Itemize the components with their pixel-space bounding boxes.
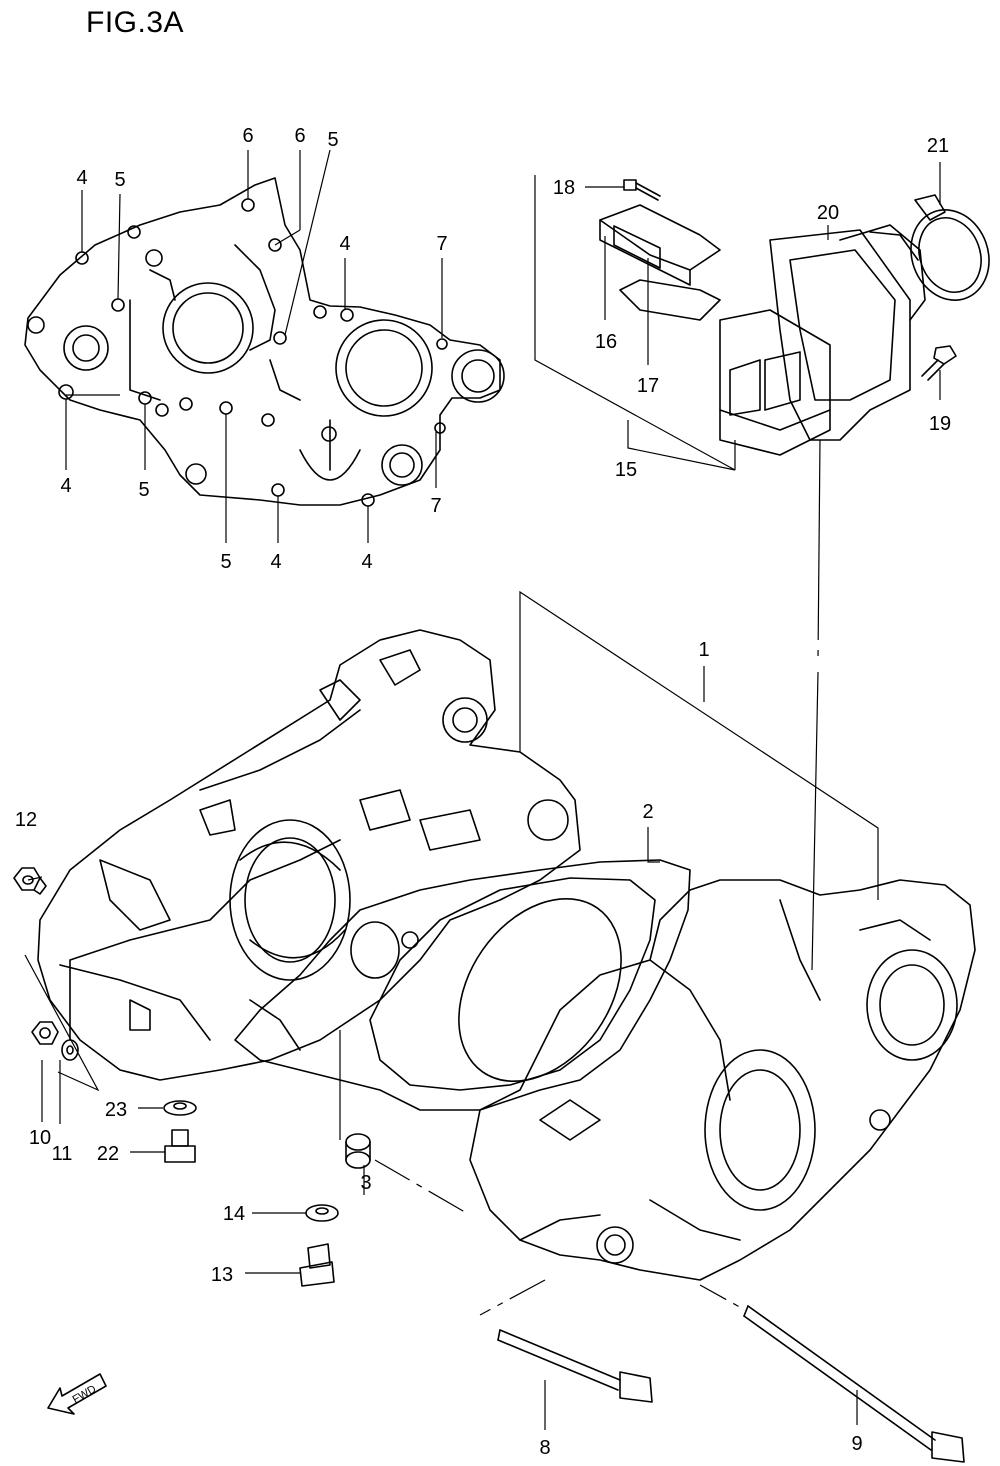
callout-7: 7 <box>430 495 441 517</box>
callout-4: 4 <box>76 167 87 189</box>
callout-labels: 4 5 6 6 5 4 7 4 5 7 5 4 4 18 20 21 16 17… <box>15 125 951 1459</box>
callout-4: 4 <box>339 233 350 255</box>
callout-4: 4 <box>361 551 372 573</box>
callout-18: 18 <box>553 177 575 199</box>
callout-10: 10 <box>29 1127 51 1149</box>
callout-13: 13 <box>211 1264 233 1286</box>
forward-direction-arrow-icon: FWD <box>47 1373 107 1415</box>
callout-19: 19 <box>929 413 951 435</box>
callout-21: 21 <box>927 135 949 157</box>
callout-5: 5 <box>114 169 125 191</box>
callout-5: 5 <box>220 551 231 573</box>
callout-17: 17 <box>637 375 659 397</box>
callout-4: 4 <box>60 475 71 497</box>
callout-3: 3 <box>360 1172 371 1194</box>
callout-6: 6 <box>242 125 253 147</box>
callout-6: 6 <box>294 125 305 147</box>
callout-2: 2 <box>642 801 653 823</box>
callout-23: 23 <box>105 1099 127 1121</box>
hardware-parts <box>13 867 965 1463</box>
callout-11: 11 <box>52 1143 73 1165</box>
callout-leaders-main <box>24 590 879 1430</box>
callout-5: 5 <box>138 479 149 501</box>
fwd-label: FWD <box>71 1383 99 1406</box>
callout-7: 7 <box>436 233 447 255</box>
callout-15: 15 <box>615 459 637 481</box>
callout-5: 5 <box>327 129 338 151</box>
callout-9: 9 <box>851 1433 862 1455</box>
callout-8: 8 <box>539 1437 550 1459</box>
figure-title: FIG.3A <box>86 6 185 39</box>
callout-1: 1 <box>698 639 709 661</box>
crankcase-inner-view <box>24 177 505 507</box>
callout-4: 4 <box>270 551 281 573</box>
callout-leaders-top-left <box>65 149 443 543</box>
callout-14: 14 <box>223 1203 245 1225</box>
crankcase-main-assembly <box>37 629 976 1281</box>
callout-22: 22 <box>97 1143 119 1165</box>
callout-16: 16 <box>595 331 617 353</box>
callout-12: 12 <box>15 809 37 831</box>
callout-leaders-top-right <box>534 162 941 971</box>
callout-20: 20 <box>817 202 839 224</box>
